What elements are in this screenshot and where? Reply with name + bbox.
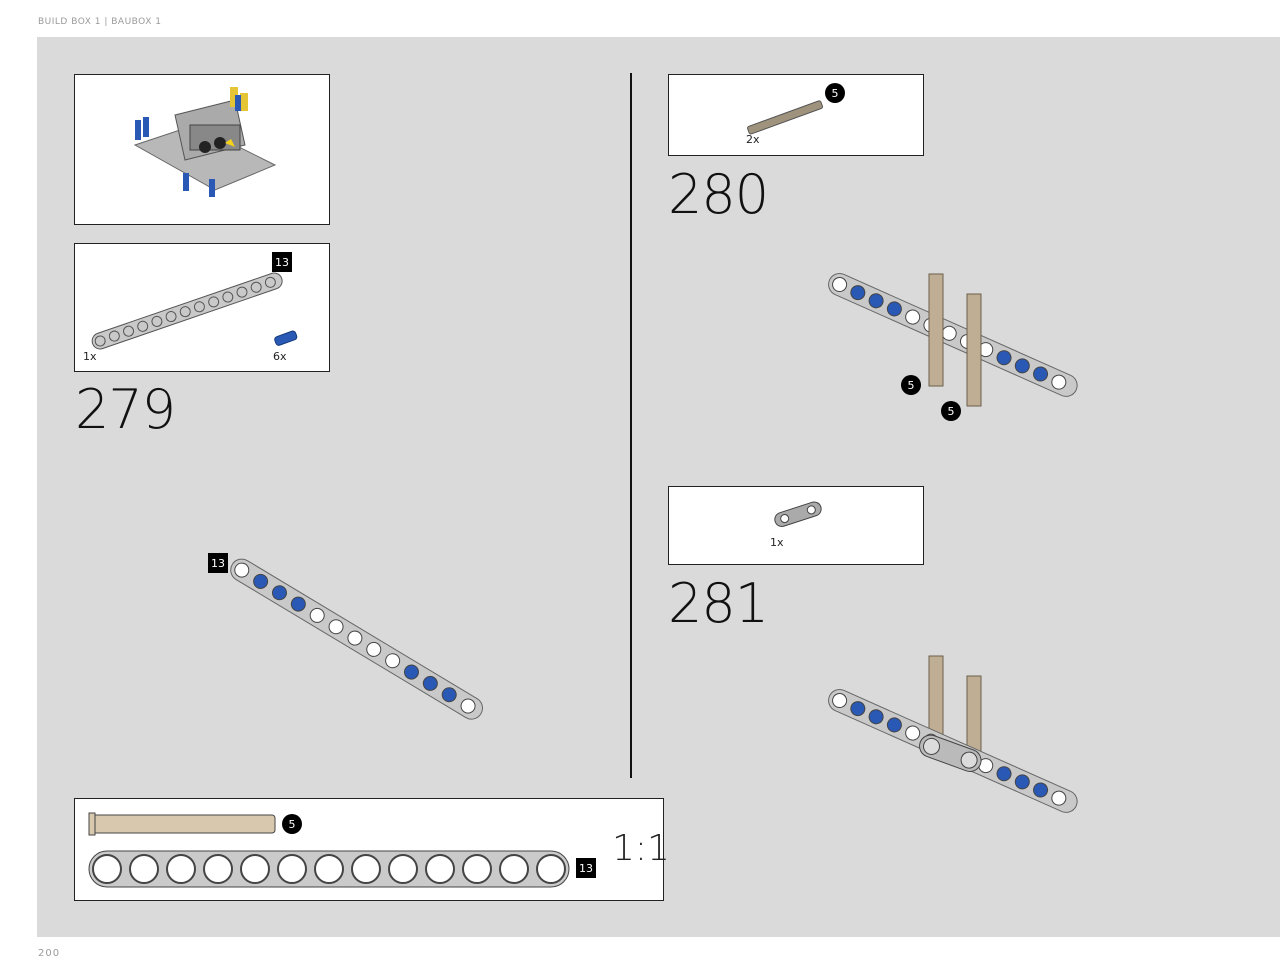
engine-subassembly-image — [133, 87, 277, 197]
axle-5-icon — [747, 100, 823, 135]
connector-icon — [774, 501, 822, 527]
beam-13-icon — [91, 272, 283, 350]
scale-reference-box — [74, 798, 664, 901]
blue-pin-icon — [274, 330, 298, 346]
page-header: BUILD BOX 1 | BAUBOX 1 — [38, 17, 162, 27]
axle-length-badge: 5 — [825, 83, 845, 103]
callout-axle-badge-2: 5 — [941, 401, 961, 421]
scale-label: 1:1 — [612, 828, 670, 869]
qty-beam: 1x — [83, 350, 97, 363]
scale-parts-image — [88, 812, 570, 888]
parts-list-281 — [668, 486, 924, 565]
parts-list-280 — [668, 74, 924, 156]
column-divider — [630, 73, 632, 778]
qty-axle: 2x — [746, 133, 760, 146]
step-number-280: 280 — [668, 163, 769, 226]
scale-beam-badge: 13 — [576, 858, 596, 878]
callout-axle-badge-1: 5 — [901, 375, 921, 395]
qty-pin: 6x — [273, 350, 287, 363]
scale-axle-badge: 5 — [282, 814, 302, 834]
step-281-assembly — [828, 655, 1078, 813]
qty-connector: 1x — [770, 536, 784, 549]
page-number: 200 — [38, 948, 61, 959]
parts-list-279 — [74, 243, 330, 372]
beam-length-badge: 13 — [272, 252, 292, 272]
step-280-assembly — [828, 273, 1078, 407]
step-number-281: 281 — [668, 572, 769, 635]
step-number-279: 279 — [75, 378, 176, 441]
callout-beam-badge: 13 — [208, 553, 228, 573]
subassembly-preview — [74, 74, 330, 225]
step-279-beam-assembly — [230, 558, 483, 720]
